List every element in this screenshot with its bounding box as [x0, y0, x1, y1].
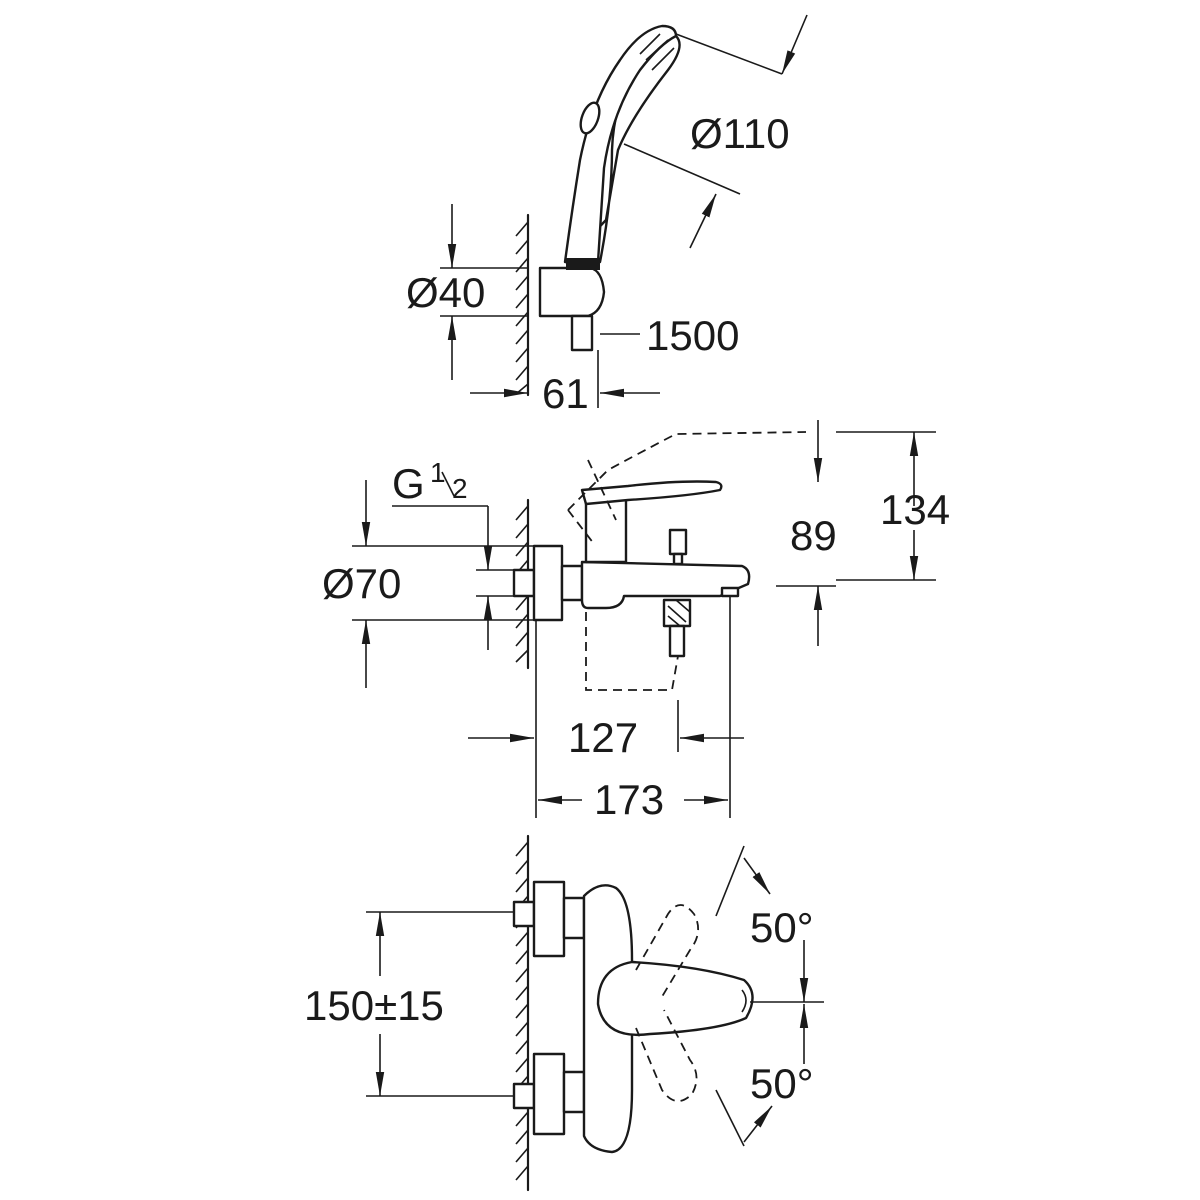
dimension-holder-diameter: Ø40	[406, 204, 528, 380]
mixer-top-view: 50° 50° 150±15	[304, 834, 824, 1192]
mixer-body	[580, 560, 751, 610]
escutcheon-diameter-label: Ø70	[322, 560, 401, 607]
shower-holder	[538, 266, 606, 318]
lever-raised-outline	[567, 431, 807, 511]
thread-numerator-label: 1	[430, 457, 446, 488]
hose-length-label: 1500	[646, 312, 739, 359]
dimension-total-height: 134	[836, 431, 950, 581]
lever-rotated-up	[635, 904, 700, 1001]
centres-label: 150±15	[304, 982, 444, 1029]
spout-inner-label: 127	[568, 714, 638, 761]
lever-height-label: 89	[790, 512, 837, 559]
dimension-hose-length: 1500	[600, 312, 739, 359]
angle-upper-label: 50°	[750, 904, 814, 951]
connection-nut	[560, 564, 584, 602]
inlet-nut	[512, 568, 536, 598]
wall-distance-label: 61	[542, 370, 589, 417]
spout-total-label: 173	[594, 776, 664, 823]
thread-annotation: G 1 2	[392, 457, 514, 650]
dimension-wall-distance: 61	[470, 350, 660, 417]
lever-rotated-down	[635, 1009, 698, 1102]
dimension-centres: 150±15	[304, 911, 514, 1097]
holder-diameter-label: Ø40	[406, 269, 485, 316]
upper-inlet-nut	[512, 900, 536, 928]
total-height-label: 134	[880, 486, 950, 533]
wall-hatch-top	[515, 213, 530, 397]
escutcheon	[532, 544, 564, 622]
hose-connector	[570, 314, 594, 352]
hand-shower	[563, 24, 681, 270]
lower-escutcheon	[532, 1052, 566, 1136]
head-diameter-label: Ø110	[690, 110, 790, 157]
hand-shower-view: Ø110 Ø40 1500 61	[406, 14, 808, 417]
dimension-head-diameter: Ø110	[623, 14, 808, 249]
lower-inlet-nut	[512, 1082, 536, 1110]
thread-main-label: G	[392, 460, 425, 507]
upper-escutcheon	[532, 880, 566, 958]
angle-lower-label: 50°	[750, 1060, 814, 1107]
dimension-lever-height: 89	[776, 420, 837, 646]
thread-denominator-label: 2	[452, 473, 468, 504]
mixer-side-view: G 1 2 Ø70 89	[322, 420, 950, 823]
dimension-spout-inner: 127	[468, 620, 744, 818]
diverter-knob	[668, 528, 688, 556]
angle-arrows	[743, 857, 809, 1143]
dimension-escutcheon-diameter: Ø70	[322, 480, 534, 688]
mixer-lever	[580, 480, 723, 506]
lever-top	[596, 960, 754, 1037]
dimension-spout-total: 173	[538, 596, 731, 823]
wall-hatch-bottom	[515, 834, 530, 1192]
